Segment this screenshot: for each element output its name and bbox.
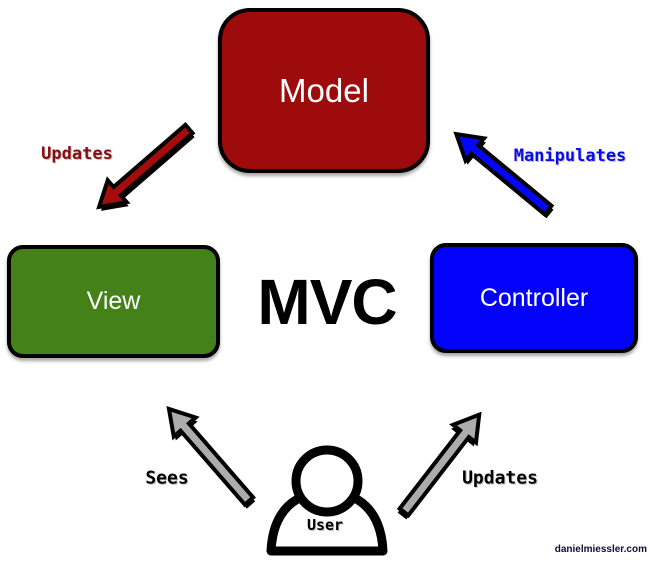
model-box: Model (218, 8, 430, 173)
controller-box-label: Controller (479, 283, 589, 312)
diagram-title: MVC (257, 266, 397, 338)
model-box-label: Model (279, 71, 369, 109)
model-to-view-arrow (96, 122, 196, 210)
sees-label: Sees (145, 467, 189, 489)
user-to-controller-arrow (396, 411, 482, 519)
user-label: User (306, 516, 344, 534)
user-icon (266, 445, 388, 556)
controller-to-model-arrow (453, 131, 555, 218)
view-box: View (7, 245, 220, 358)
updates-model-to-view-label: Updates (41, 144, 113, 164)
controller-box: Controller (430, 243, 638, 353)
manipulates-label: Manipulates (513, 146, 627, 166)
view-box-label: View (86, 287, 141, 315)
watermark: danielmiessler.com (554, 544, 647, 555)
user-to-view-arrow (166, 406, 256, 508)
updates-user-to-controller-label: Updates (462, 467, 538, 489)
